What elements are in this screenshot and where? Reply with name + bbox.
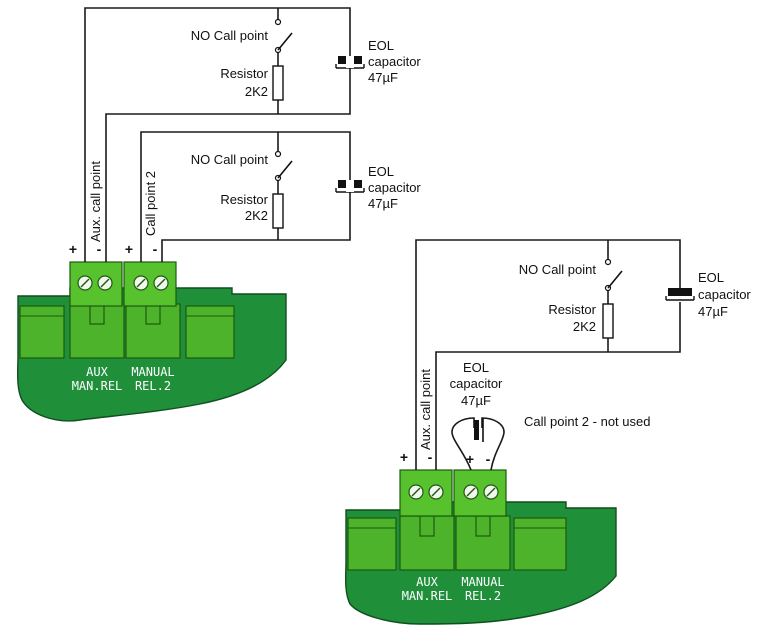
bottom-cp-capacitor-value: 47µF — [698, 304, 728, 319]
bottom-board-label-manual: MANUAL — [461, 575, 504, 589]
bottom-unused-capacitor-plate — [474, 420, 479, 440]
bottom-switch-contact-top — [604, 258, 612, 266]
bottom-unused-capacitor-label: EOL — [463, 360, 489, 375]
bottom-aux-wire-label: Aux. call point — [418, 369, 433, 450]
top-cp2-wire-label: Call point 2 — [143, 171, 158, 236]
bottom-unused-capacitor-label2: capacitor — [450, 376, 503, 391]
top-cp2-capacitor-label2: capacitor — [368, 180, 421, 195]
top-aux-housing-tab — [89, 303, 105, 325]
top-cp2-resistor-value: 2K2 — [245, 208, 268, 223]
top-manual-housing-tab — [145, 303, 161, 325]
bottom-board-label-manual-sub: REL.2 — [465, 589, 501, 603]
bottom-side-block-right — [513, 517, 567, 571]
top-cp1-resistor-value: 2K2 — [245, 84, 268, 99]
top-manual-plus-screw-icon — [133, 275, 149, 291]
top-switch2-lever — [277, 160, 293, 179]
bottom-manual-minus-screw-icon — [483, 484, 499, 500]
bottom-aux-minus-screw-icon — [428, 484, 444, 500]
top-cp1-switch-label: NO Call point — [191, 28, 269, 43]
bottom-cp-switch-label: NO Call point — [519, 262, 597, 277]
top-aux-plus-sign: + — [69, 241, 77, 257]
top-switch1-lever — [277, 32, 293, 51]
top-cp2-capacitor-value: 47µF — [368, 196, 398, 211]
top-board-label-manual: MANUAL — [131, 365, 174, 379]
top-side-block-right — [185, 305, 235, 359]
top-diagram: AUX MAN.REL MANUAL REL.2 NO Cal — [16, 7, 421, 422]
bottom-aux-housing — [399, 515, 455, 571]
bottom-aux-terminal-block — [399, 469, 453, 517]
top-side-block-left — [19, 305, 65, 359]
top-manual-minus-screw-icon — [153, 275, 169, 291]
bottom-unused-note: Call point 2 - not used — [524, 414, 650, 429]
bottom-aux-plus-sign: + — [400, 449, 408, 465]
bottom-cp-resistor-value: 2K2 — [573, 319, 596, 334]
top-board-label-aux: AUX — [86, 365, 108, 379]
top-cp1-resistor-label: Resistor — [220, 66, 268, 81]
top-resistor1 — [272, 65, 284, 101]
top-resistor2 — [272, 193, 284, 229]
bottom-aux-plus-screw-icon — [408, 484, 424, 500]
top-cp2-minus-sign: - — [153, 241, 158, 257]
bottom-board-label-aux-sub: MAN.REL — [402, 589, 453, 603]
bottom-unused-loop-wire — [451, 417, 505, 471]
top-aux-wire-label: Aux. call point — [88, 161, 103, 242]
top-board-label-aux-sub: MAN.REL — [72, 379, 123, 393]
top-cp2-resistor-label: Resistor — [220, 192, 268, 207]
bottom-loop-wire — [415, 239, 681, 470]
top-cp1-capacitor-label: EOL — [368, 38, 394, 53]
top-aux-minus-screw-icon — [97, 275, 113, 291]
bottom-switch-lever — [607, 270, 623, 289]
top-switch2-contact-top — [274, 150, 282, 158]
top-aux-plus-screw-icon — [77, 275, 93, 291]
top-aux-minus-sign: - — [97, 241, 102, 257]
top-switch1-contact-top — [274, 18, 282, 26]
bottom-cp-resistor-label: Resistor — [548, 302, 596, 317]
bottom-cp2-plus-sign: + — [466, 451, 474, 467]
top-loop2-wire — [140, 131, 351, 262]
bottom-diagram: AUX MAN.REL MANUAL REL.2 NO Call point R… — [344, 239, 751, 625]
bottom-cp-capacitor-label2: capacitor — [698, 287, 751, 302]
bottom-cp-capacitor-label: EOL — [698, 270, 724, 285]
bottom-capacitor-plate — [668, 288, 692, 296]
top-cp1-capacitor-value: 47µF — [368, 70, 398, 85]
top-cp2-capacitor-label: EOL — [368, 164, 394, 179]
top-board-label-manual-sub: REL.2 — [135, 379, 171, 393]
bottom-unused-capacitor-value: 47µF — [461, 393, 491, 408]
top-loop1-wire — [84, 7, 351, 262]
bottom-aux-minus-sign: - — [428, 449, 433, 465]
bottom-cp2-minus-sign: - — [486, 451, 491, 467]
bottom-manual-plus-screw-icon — [463, 484, 479, 500]
top-cp1-capacitor-label2: capacitor — [368, 54, 421, 69]
bottom-side-block-left — [347, 517, 397, 571]
top-cp2-plus-sign: + — [125, 241, 133, 257]
top-cp2-switch-label: NO Call point — [191, 152, 269, 167]
bottom-resistor — [602, 303, 614, 339]
bottom-board-label-aux: AUX — [416, 575, 438, 589]
